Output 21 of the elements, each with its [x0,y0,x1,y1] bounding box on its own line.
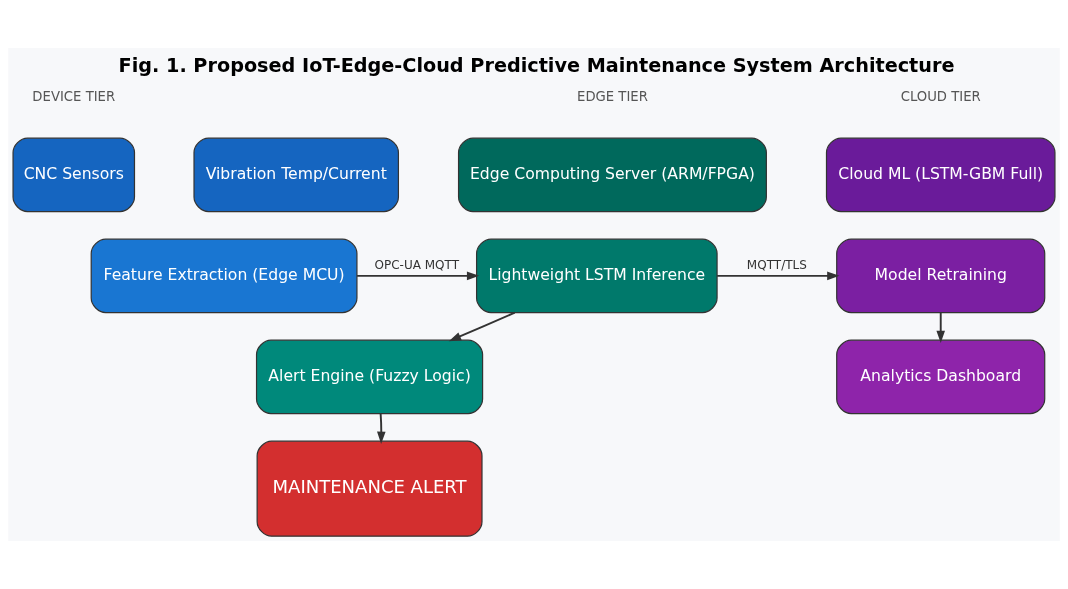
node-box: Vibration Temp/Current [193,137,400,213]
label: DEVICE TIER [32,88,116,104]
arrow [356,271,480,281]
label: CLOUD TIER [900,88,981,104]
node-box: CNC Sensors [12,137,136,213]
arrow [936,311,946,344]
arrow [716,271,840,281]
node-box: Feature Extraction (Edge MCU) [90,238,358,314]
node-box: Edge Computing Server (ARM/FPGA) [457,137,767,213]
arrow [448,311,516,342]
label: EDGE TIER [577,88,648,104]
node-box: Lightweight LSTM Inference [475,238,718,314]
arrow [377,412,386,444]
edge-label: OPC-UA MQTT [374,257,460,272]
node-box: Analytics Dashboard [836,339,1046,415]
node-box: Cloud ML (LSTM-GBM Full) [825,137,1056,213]
node-box: MAINTENANCE ALERT [256,440,483,537]
node-box: Model Retraining [836,238,1046,314]
diagram-title: Fig. 1. Proposed IoT-Edge-Cloud Predictive Maintenance System Architecture [118,53,955,77]
edge-label: MQTT/TLS [746,257,807,272]
node-box: Alert Engine (Fuzzy Logic) [255,339,484,415]
